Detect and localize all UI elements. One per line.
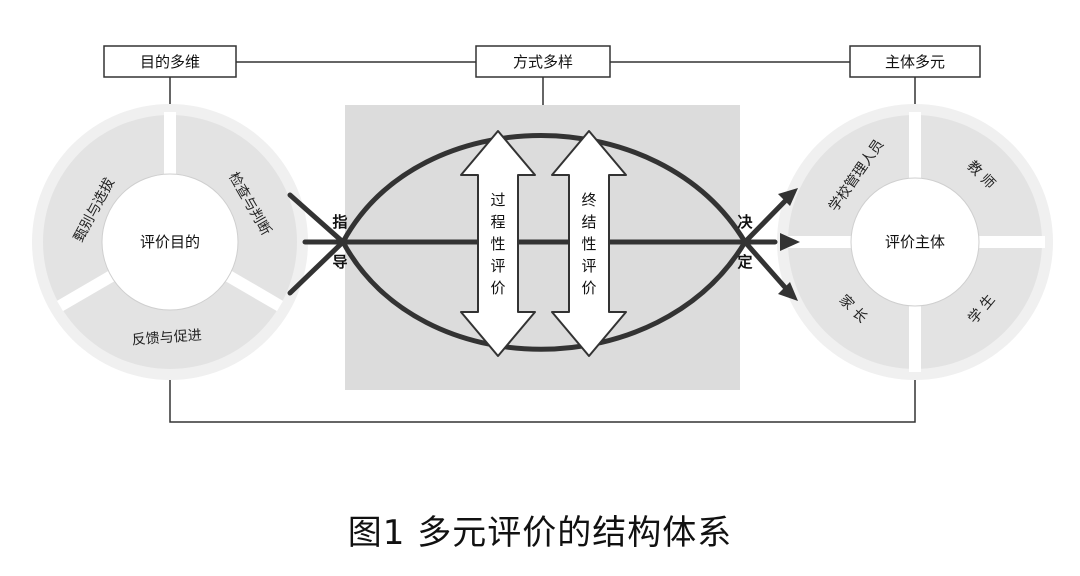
final-eval-char: 价 [581, 279, 596, 297]
purpose-ring: 评价目的 甄别与选拔 检查与判断 反馈与促进 [32, 104, 308, 380]
figure-caption: 图1 多元评价的结构体系 [347, 513, 733, 553]
process-eval-arrow [460, 130, 536, 357]
final-eval-char: 评 [581, 257, 596, 275]
connector-lines [169, 61, 916, 423]
process-eval-char: 评 [490, 257, 505, 275]
final-eval-arrow [551, 130, 627, 357]
process-eval-char: 性 [490, 235, 505, 253]
final-eval-char: 结 [581, 213, 596, 231]
guide-label: 指导 [332, 213, 347, 271]
guide-char: 指 [332, 213, 347, 231]
subject-center-label: 评价主体 [885, 233, 945, 251]
decide-label: 决定 [737, 213, 753, 271]
box-subjects: 主体多元 [849, 45, 981, 78]
box-methods: 方式多样 [475, 45, 611, 78]
process-eval-char: 过 [490, 191, 505, 209]
segment-feedback-label: 反馈与促进 [131, 328, 202, 349]
decide-char: 决 [737, 213, 753, 231]
box-methods-label: 方式多样 [513, 53, 573, 71]
subject-ring: 评价主体 学校管理人员 教 师 家 长 学 生 [777, 104, 1053, 380]
decide-char: 定 [737, 253, 752, 271]
box-subjects-label: 主体多元 [885, 53, 945, 71]
final-eval-char: 终 [581, 191, 596, 209]
process-eval-char: 程 [490, 213, 505, 231]
methods-panel [345, 105, 740, 390]
final-eval-char: 性 [581, 235, 596, 253]
flow-curves [287, 133, 793, 352]
purpose-center-label: 评价目的 [140, 233, 200, 251]
guide-char: 导 [332, 253, 347, 271]
process-eval-char: 价 [490, 279, 505, 297]
box-purpose-label: 目的多维 [140, 53, 200, 71]
arrowheads [778, 188, 800, 301]
box-purpose: 目的多维 [103, 45, 237, 78]
